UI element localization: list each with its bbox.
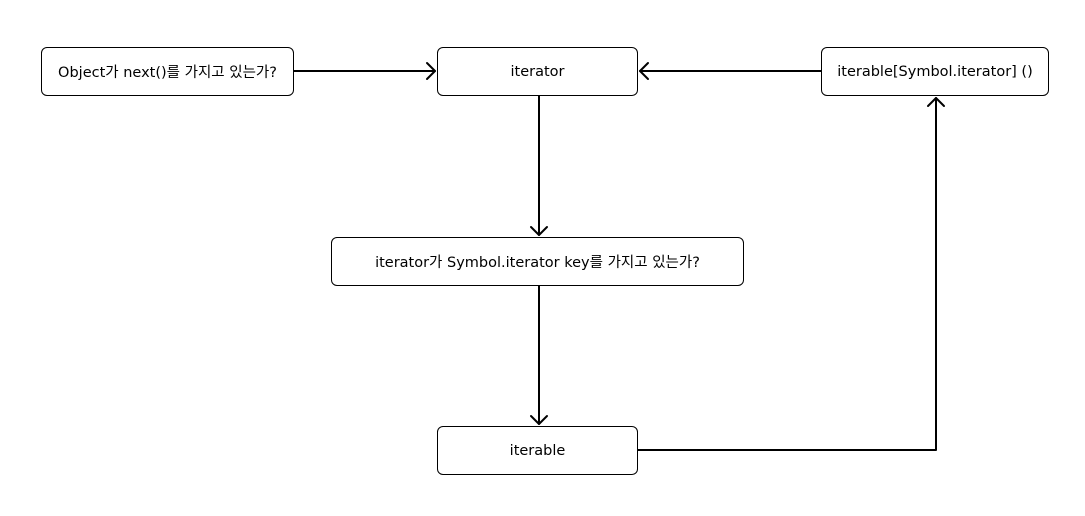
node-symbol-iterator-check-label: iterator가 Symbol.iterator key를 가지고 있는가? <box>375 255 700 271</box>
node-symbol-iterator-call: iterable[Symbol.iterator] () <box>821 47 1049 96</box>
edge-iterator-to-check <box>530 95 548 236</box>
edge-iterable-to-call <box>637 97 945 451</box>
node-object-next-check-label: Object가 next()를 가지고 있는가? <box>58 65 277 81</box>
node-symbol-iterator-check: iterator가 Symbol.iterator key를 가지고 있는가? <box>331 237 744 286</box>
edge-object-to-iterator <box>293 62 436 80</box>
node-iterator-label: iterator <box>510 63 565 80</box>
node-symbol-iterator-call-label: iterable[Symbol.iterator] () <box>837 63 1033 80</box>
edge-check-to-iterable <box>530 285 548 425</box>
edge-call-to-iterator <box>639 62 822 80</box>
node-iterable: iterable <box>437 426 638 475</box>
node-object-next-check: Object가 next()를 가지고 있는가? <box>41 47 294 96</box>
node-iterator: iterator <box>437 47 638 96</box>
node-iterable-label: iterable <box>509 442 566 459</box>
